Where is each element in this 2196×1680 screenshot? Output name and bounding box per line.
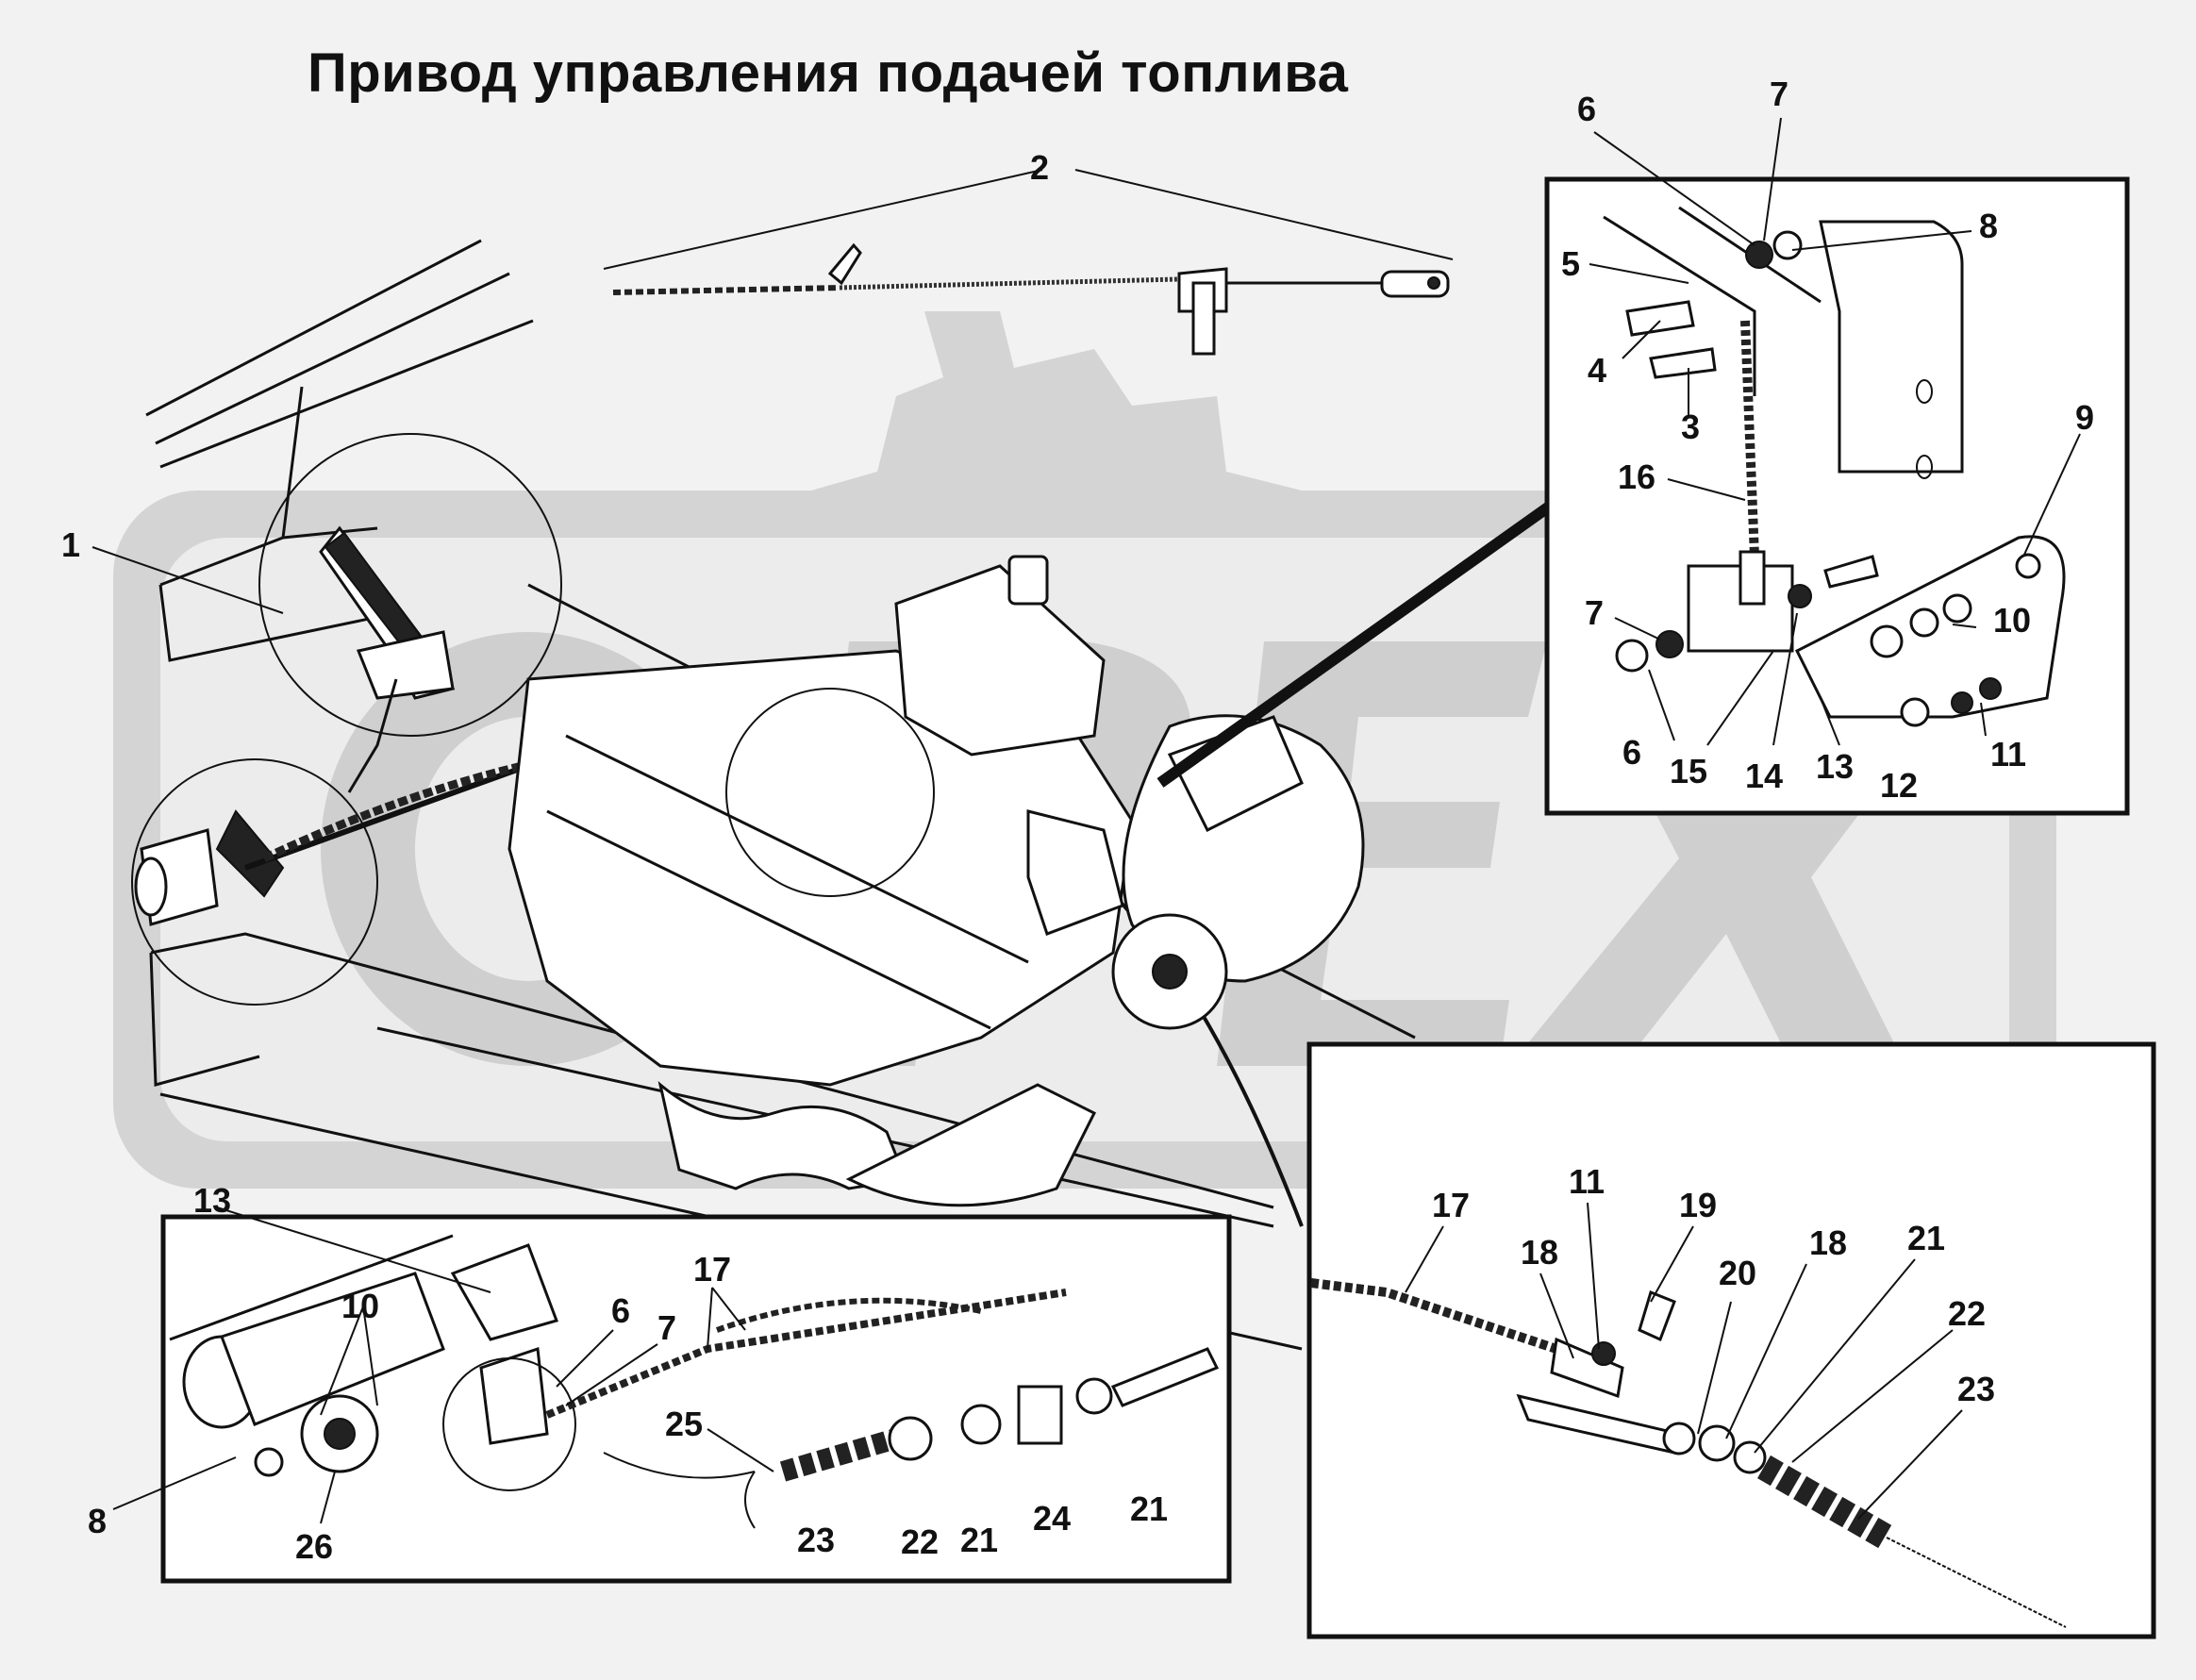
inset-bottom-right [1306, 1041, 2156, 1639]
callout-br-21: 21 [1907, 1219, 1945, 1257]
callout-tr-10: 10 [1993, 601, 2031, 640]
callout-tr-15: 15 [1670, 752, 1707, 790]
callout-bl-7: 7 [657, 1308, 676, 1347]
callout-tr-8: 8 [1979, 207, 1998, 245]
callout-tr-13: 13 [1816, 747, 1854, 786]
callout-bl-10: 10 [341, 1287, 379, 1325]
callout-tr-7: 7 [1770, 75, 1788, 113]
callout-br-18b: 18 [1809, 1223, 1847, 1262]
callout-bl-8: 8 [88, 1502, 107, 1540]
callout-tr-11: 11 [1990, 735, 2026, 773]
callout-bl-24: 24 [1033, 1499, 1071, 1538]
callout-br-23: 23 [1957, 1370, 1995, 1408]
callout-bl-17: 17 [693, 1250, 731, 1289]
leader-line [1156, 500, 1556, 788]
callout-bl-21b: 21 [1130, 1489, 1168, 1528]
callout-bl-25: 25 [665, 1405, 703, 1443]
callout-leaders [92, 117, 2081, 1524]
inset-top-right [1544, 176, 2130, 816]
callout-tr-5: 5 [1561, 244, 1580, 283]
callout-tr-4: 4 [1588, 351, 1606, 390]
callout-br-19: 19 [1679, 1186, 1717, 1224]
callout-tr-12: 12 [1880, 766, 1918, 805]
pedal-assembly [131, 433, 587, 1006]
callout-tr-14: 14 [1745, 757, 1783, 795]
callout-br-22: 22 [1948, 1294, 1986, 1333]
callout-tr-3: 3 [1681, 408, 1700, 446]
callout-br-11: 11 [1569, 1162, 1605, 1201]
callout-br-17: 17 [1432, 1186, 1470, 1224]
callout-tr-16: 16 [1618, 457, 1655, 496]
cable-part-2 [603, 169, 1454, 356]
page-title: Привод управления подачей топлива [308, 42, 1349, 104]
callout-br-20: 20 [1719, 1254, 1756, 1292]
callout-bl-6: 6 [611, 1291, 630, 1330]
callout-bl-13: 13 [193, 1181, 231, 1220]
callout-bl-22: 22 [901, 1522, 939, 1561]
callout-labels: 1 2 6 7 8 5 4 3 16 9 7 10 6 15 14 13 12 … [61, 75, 2094, 1566]
callout-2: 2 [1030, 148, 1049, 187]
inset-bottom-left [160, 1214, 1232, 1584]
callout-1: 1 [61, 525, 80, 564]
callout-br-18: 18 [1521, 1233, 1558, 1272]
callout-bl-26: 26 [295, 1527, 333, 1566]
callout-tr-6: 6 [1577, 90, 1596, 128]
engine-block [507, 555, 1365, 1207]
callout-tr-7b: 7 [1585, 593, 1604, 632]
callout-tr-9: 9 [2075, 398, 2094, 437]
callout-tr-6b: 6 [1622, 733, 1641, 772]
callout-bl-23: 23 [797, 1521, 835, 1559]
callout-bl-21: 21 [960, 1521, 998, 1559]
